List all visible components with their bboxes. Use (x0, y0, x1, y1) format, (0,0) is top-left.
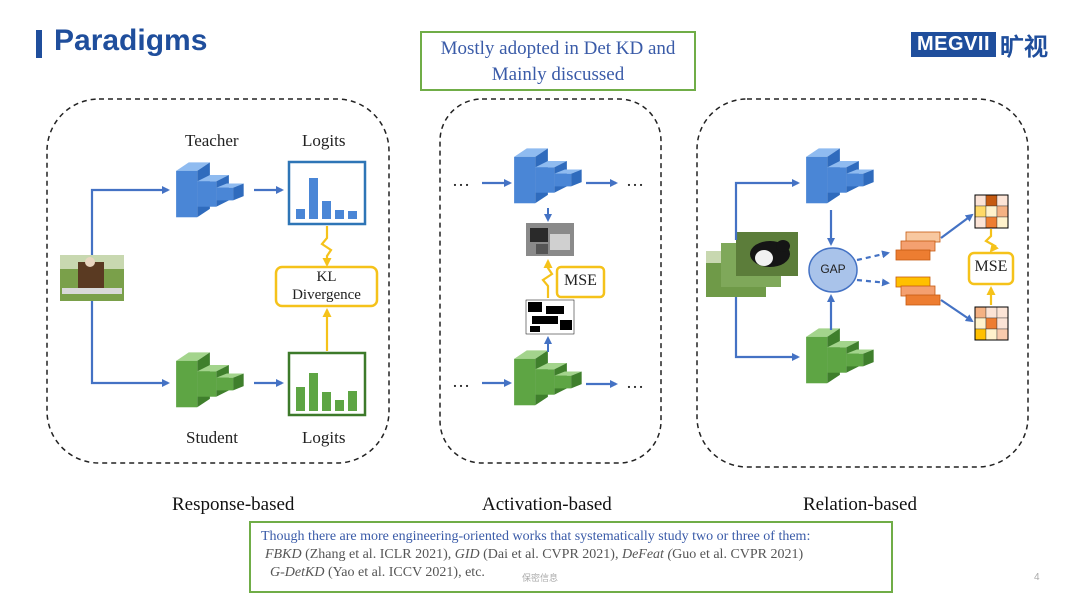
relation-student-network (806, 328, 874, 384)
logo-text: MEGVII (911, 31, 997, 57)
teacher-relation-matrix (974, 194, 1009, 229)
note-box: Though there are more engineering-orient… (249, 521, 893, 593)
gdetkd-ref: (Yao et al. ICCV 2021), etc. (324, 565, 485, 580)
kl-divergence-box (274, 265, 379, 308)
student-label: Student (186, 428, 238, 447)
relation-caption: Relation-based (803, 494, 917, 515)
gap-label: GAP (820, 262, 846, 276)
note-line-3: G-DetKD (Yao et al. ICCV 2021), etc. (261, 564, 881, 582)
ellipsis-out-bottom: … (626, 372, 644, 392)
gdetkd-name: G-DetKD (270, 565, 325, 580)
kl-divergence-label: KL Divergence (276, 268, 377, 304)
activation-caption: Activation-based (482, 494, 612, 515)
logits-top-label: Logits (302, 131, 346, 150)
defeat-ref: Guo et al. CVPR 2021) (672, 547, 804, 562)
callout-line-1: Mostly adopted in Det KD and (440, 38, 676, 59)
response-panel (46, 98, 390, 464)
logo-cn-text: 旷视 (1000, 32, 1049, 61)
activation-panel (439, 98, 662, 464)
ellipsis-in-top: … (452, 170, 470, 190)
activation-student-network (514, 350, 582, 406)
ellipsis-out-top: … (626, 170, 644, 190)
teacher-feature-map (526, 223, 574, 256)
student-logits-bars (296, 373, 357, 411)
image-batch (706, 232, 798, 297)
fbkd-ref: (Zhang et al. ICLR 2021), (301, 547, 455, 562)
relation-panel (696, 98, 1029, 468)
defeat-name: DeFeat ( (621, 547, 673, 562)
response-caption: Response-based (172, 494, 295, 515)
relation-teacher-network (806, 148, 874, 204)
note-line-2: FBKD (Zhang et al. ICLR 2021), GID (Dai … (261, 546, 881, 564)
relation-mse-box (967, 251, 1015, 286)
slide-title: Paradigms (54, 24, 208, 57)
title-accent-bar (36, 30, 42, 58)
gid-name: GID (454, 547, 480, 562)
student-network (176, 352, 244, 408)
ellipsis-in-bottom: … (452, 371, 470, 391)
logits-bottom-label: Logits (302, 428, 346, 447)
teacher-label: Teacher (185, 131, 239, 150)
student-feature-map (525, 299, 575, 335)
kl-line-2: Divergence (292, 287, 361, 303)
teacher-network (176, 162, 244, 218)
callout-box: Mostly adopted in Det KD and Mainly disc… (420, 31, 696, 91)
fbkd-name: FBKD (265, 547, 302, 562)
teacher-embeddings (895, 231, 941, 261)
student-embeddings (895, 276, 941, 306)
megvii-logo: MEGVII 旷视 (911, 30, 1048, 61)
student-relation-matrix (974, 306, 1009, 341)
relation-mse-label: MSE (974, 258, 1008, 275)
activation-mse-label: MSE (564, 272, 597, 289)
watermark: 保密信息 (522, 573, 559, 583)
kl-line-1: KL (316, 269, 337, 285)
page-number: 4 (1034, 572, 1040, 583)
gid-ref: (Dai et al. CVPR 2021), (479, 547, 622, 562)
teacher-logits-bars (296, 178, 357, 219)
activation-teacher-network (514, 148, 582, 204)
gap-node (808, 247, 858, 293)
activation-mse-box (555, 265, 606, 299)
rider-photo (60, 255, 124, 301)
note-line-1: Though there are more engineering-orient… (261, 529, 811, 544)
callout-line-2: Mainly discussed (491, 64, 625, 85)
